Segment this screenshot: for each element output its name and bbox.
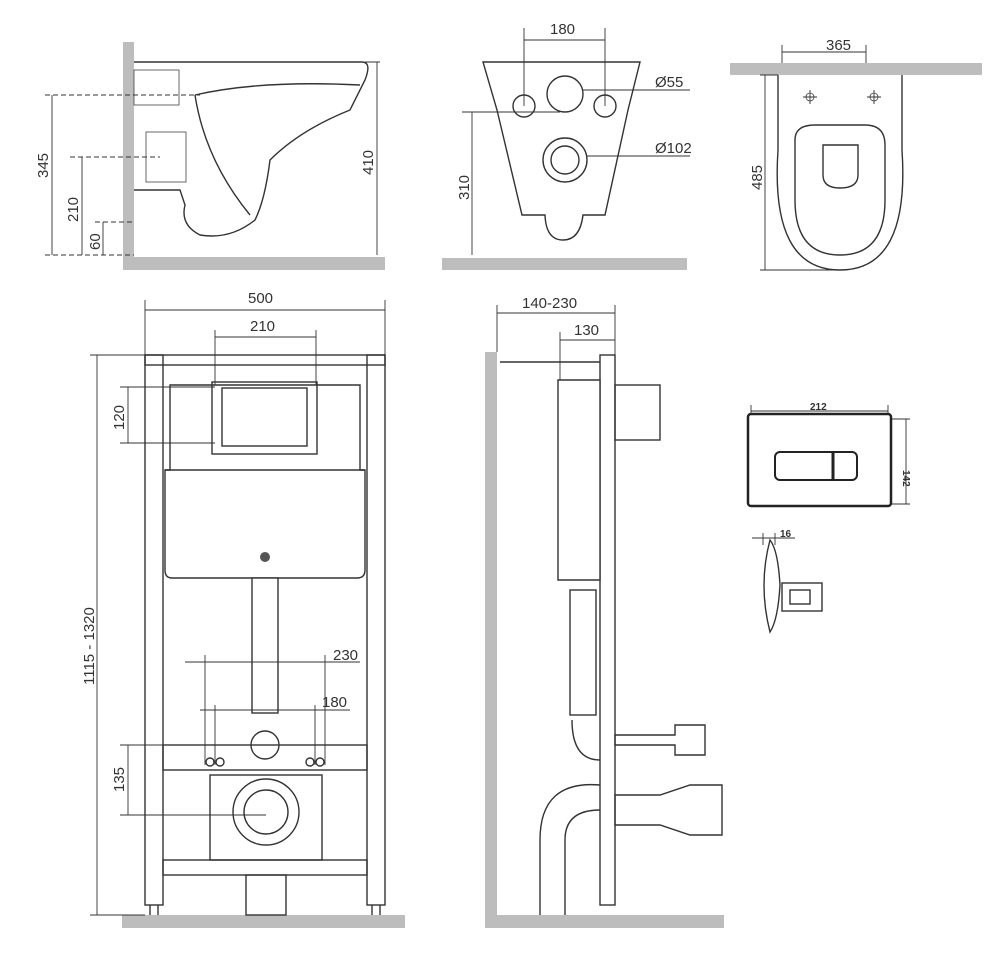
- flush-pipe: [569, 589, 597, 716]
- dim-410: 410: [360, 150, 377, 175]
- dim-310: 310: [456, 175, 473, 200]
- flush-plate-view: 212 142 16: [746, 402, 911, 634]
- dim-500: 500: [248, 290, 273, 307]
- dimension-lines: [462, 28, 690, 255]
- plate-side-profile: [763, 538, 781, 634]
- inlet-connector: [614, 724, 706, 756]
- frame-right-post: [366, 354, 386, 906]
- frame-bottom-bar: [162, 859, 368, 876]
- dim-180: 180: [550, 21, 575, 38]
- ref-lines: [45, 94, 200, 256]
- cistern-opening-inner: [221, 387, 308, 447]
- drain-pipe: [245, 874, 287, 916]
- bolt: [205, 757, 215, 767]
- flush-actuator: [614, 384, 661, 441]
- dim-230: 230: [333, 647, 358, 664]
- valve-icon: [260, 552, 270, 562]
- cistern: [164, 384, 366, 579]
- bowl-opening: [822, 144, 859, 189]
- dim-345: 345: [35, 153, 52, 178]
- pipe-bend: [571, 719, 601, 761]
- inlet: [133, 69, 180, 106]
- flush-plate: [746, 412, 893, 508]
- outlet-102: [542, 137, 588, 183]
- dim-180: 180: [322, 694, 347, 711]
- dim-height-range: 1115 - 1320: [81, 607, 98, 685]
- seat-inner: [794, 124, 886, 256]
- actuator-body: [781, 582, 823, 612]
- frame-top-bar: [144, 354, 386, 366]
- floor: [122, 915, 405, 928]
- actuator-inner: [789, 589, 811, 605]
- bolt: [305, 757, 315, 767]
- dimension-lines: [51, 61, 380, 255]
- dim-60: 60: [87, 233, 104, 250]
- dimension-lines: [90, 300, 386, 916]
- dimension-lines: [752, 533, 795, 545]
- floor: [123, 257, 385, 270]
- dim-142: 142: [900, 470, 911, 487]
- frame-left-post: [144, 354, 164, 906]
- wall: [485, 352, 497, 928]
- frame-post: [599, 354, 616, 906]
- dim-120: 120: [111, 405, 128, 430]
- floor: [442, 258, 687, 270]
- ceiling-wall: [730, 63, 982, 75]
- floor: [485, 915, 724, 928]
- dim-diameter-102: Ø102: [655, 140, 692, 157]
- cistern: [557, 379, 601, 581]
- toilet-body: [134, 61, 369, 237]
- dimension-lines: [496, 305, 616, 380]
- bolt: [215, 757, 225, 767]
- toilet-bottom-view: 180 Ø55 Ø102 310: [442, 21, 692, 270]
- dim-130: 130: [574, 322, 599, 339]
- toilet-outline: [482, 61, 641, 241]
- dim-140-230: 140-230: [522, 295, 577, 312]
- frame-feet: [149, 905, 381, 915]
- frame-front-view: 500 210 120 1115 - 1320 230 180 135: [81, 290, 405, 928]
- seat-outline: [776, 75, 904, 271]
- dim-diameter-55: Ø55: [655, 74, 683, 91]
- frame-cross-bar: [162, 744, 368, 771]
- frame-side-view: 140-230 130: [485, 295, 724, 928]
- drain-connector: [614, 784, 723, 836]
- dim-210: 210: [65, 197, 82, 222]
- drain-outlet-inner: [243, 789, 289, 835]
- dim-485: 485: [749, 165, 766, 190]
- drain-bend: [539, 783, 601, 915]
- dim-210: 210: [250, 318, 275, 335]
- dim-212: 212: [810, 402, 827, 413]
- toilet-side-view: 345 210 60 410: [35, 42, 385, 270]
- flush-pipe: [251, 577, 279, 714]
- cistern-opening: [211, 381, 318, 455]
- flush-button: [774, 451, 858, 481]
- bowl-line: [194, 83, 361, 216]
- outlet-inner: [550, 145, 580, 175]
- dimension-lines: [760, 45, 881, 271]
- toilet-top-view: 365 485: [730, 37, 982, 271]
- drain-bracket: [209, 774, 323, 861]
- bolt: [315, 757, 325, 767]
- dim-365: 365: [826, 37, 851, 54]
- dim-16: 16: [780, 529, 792, 540]
- inlet-55: [546, 75, 584, 113]
- dimension-lines: [750, 405, 910, 505]
- drain-outlet: [232, 778, 300, 846]
- wall: [123, 42, 134, 270]
- dim-135: 135: [111, 767, 128, 792]
